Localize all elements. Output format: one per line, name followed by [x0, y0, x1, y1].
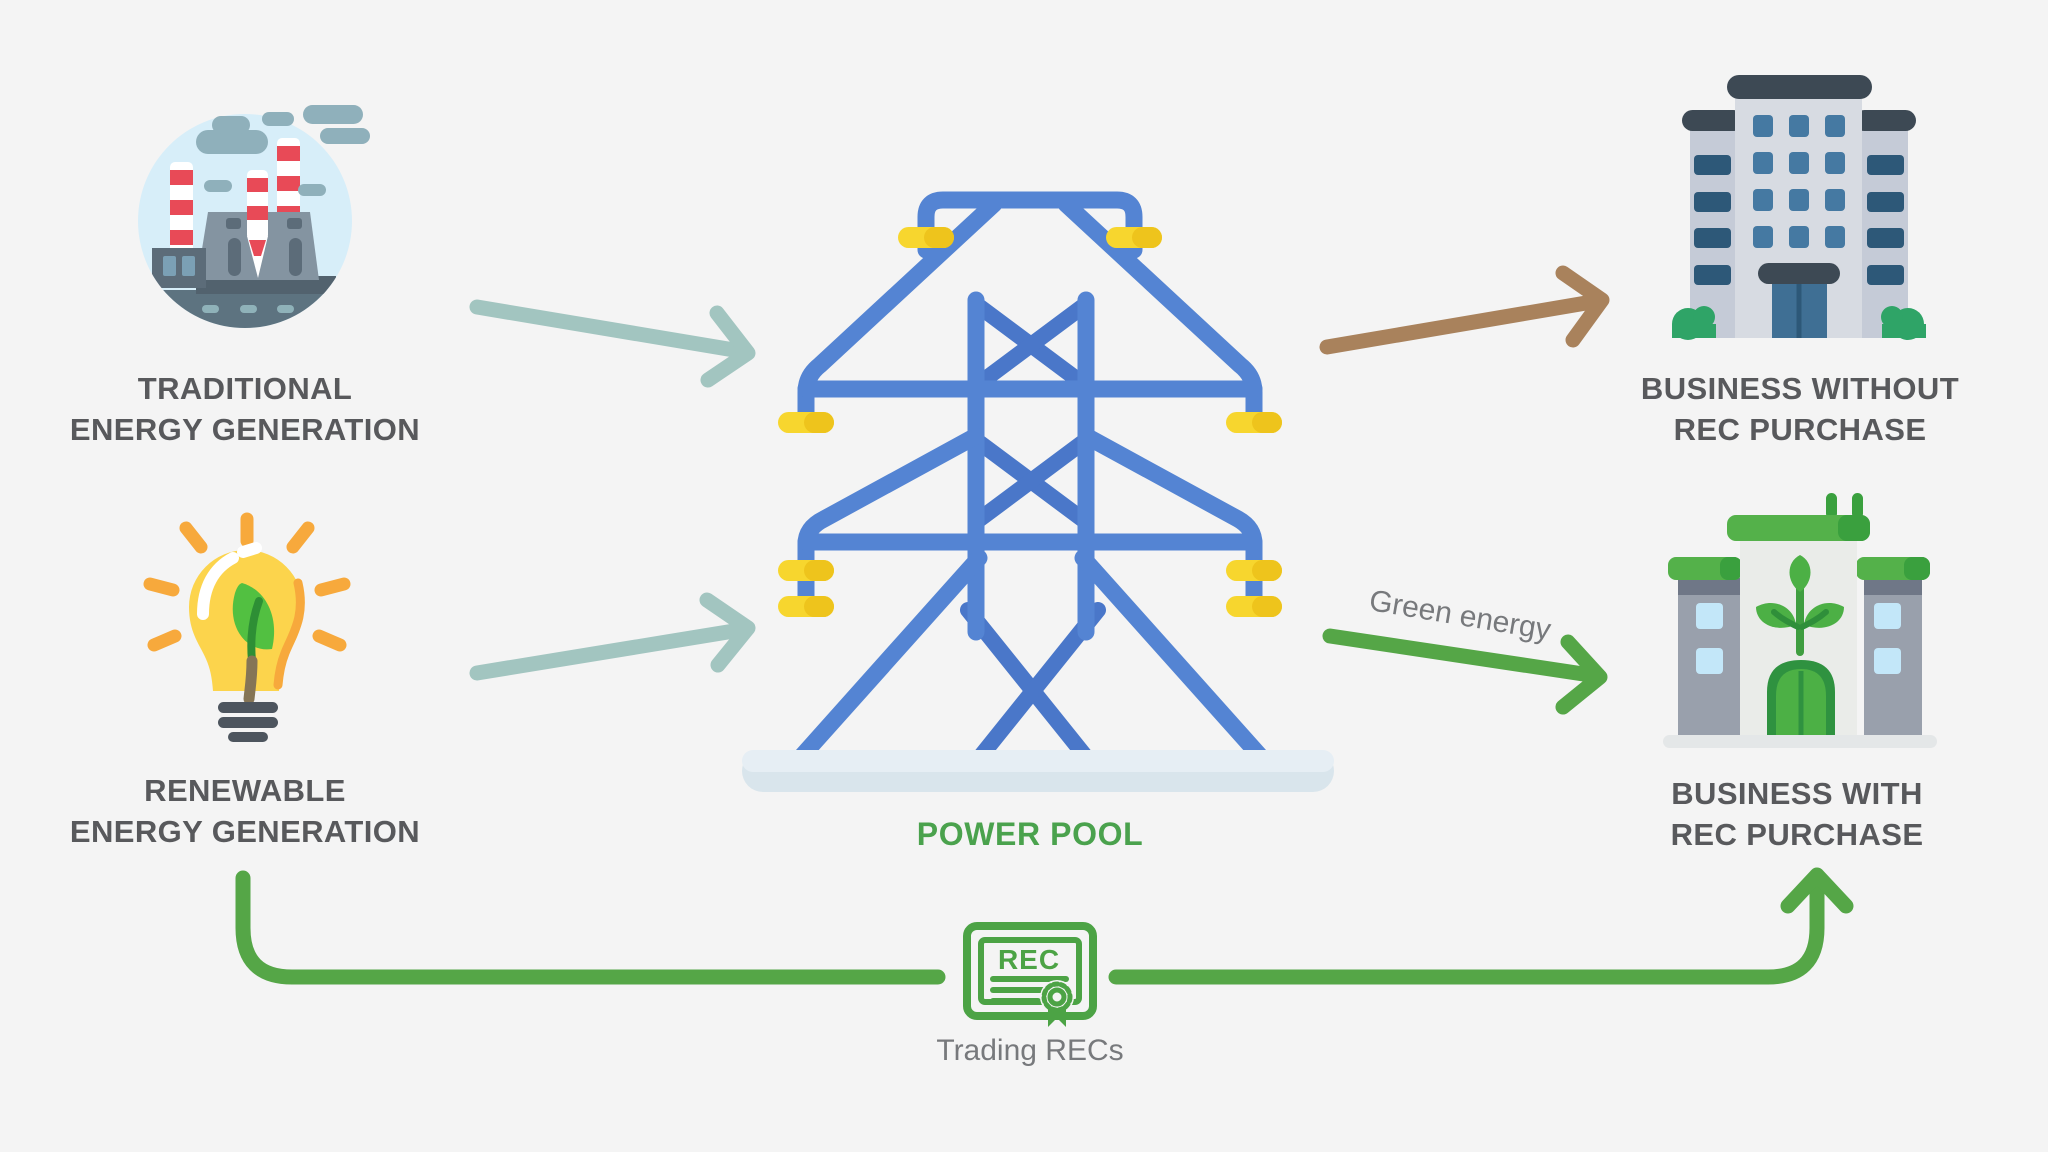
green-building-chimneys: [1826, 493, 1837, 519]
striped-chimney-left: [170, 162, 193, 262]
striped-chimney-middle: [247, 170, 268, 278]
bulb-highlight: [197, 542, 262, 620]
label-renewable-energy: RENEWABLE ENERGY GENERATION: [69, 773, 421, 849]
office-wing-windows: [1694, 155, 1904, 285]
edges: [235, 265, 1854, 985]
tower-braces: [960, 296, 1106, 780]
label-traditional-energy: TRADITIONAL ENERGY GENERATION: [69, 371, 421, 447]
bulb-stem: [243, 655, 258, 705]
green-building-center-roof: [1727, 515, 1870, 541]
green-building-door: [1767, 660, 1835, 738]
certificate-border: [963, 922, 1097, 1020]
office-center-windows: [1753, 115, 1845, 248]
office-center-roof: [1727, 75, 1872, 99]
certificate-rosette: [1040, 980, 1074, 1027]
label-trading-recs: Trading RECs: [936, 1034, 1124, 1067]
label-power-pool: POWER POOL: [916, 816, 1144, 852]
bulb-rays: [143, 512, 351, 652]
certificate-lines: [990, 976, 1069, 1004]
smoke-clouds-icon: [196, 105, 370, 196]
factory-ground: [138, 290, 352, 328]
rec-certificate-icon: REC: [963, 922, 1097, 1027]
power-plant-icon: [138, 105, 370, 328]
trading-recs-path: [235, 867, 1854, 985]
tower-platform: [742, 750, 1334, 792]
tower-insulators: [778, 227, 1282, 617]
arrow-traditional-to-pool: [469, 299, 756, 388]
office-bushes: [1672, 306, 1926, 340]
green-bulb-icon: [143, 512, 351, 742]
green-building-icon: [1663, 493, 1937, 748]
green-building-left-wing: [1668, 557, 1742, 738]
green-building-right-wing: [1856, 557, 1930, 738]
cooling-towers: [197, 212, 319, 280]
label-business-without-rec: BUSINESS WITHOUT REC PURCHASE: [1640, 371, 1960, 447]
arrow-renewable-to-pool: [469, 592, 756, 681]
road-dashes: [202, 305, 294, 313]
factory-front-building: [152, 248, 206, 288]
arrow-pool-to-business-with: [1322, 628, 1608, 715]
tower-structure: [793, 191, 1269, 765]
label-business-with-rec: BUSINESS WITH REC PURCHASE: [1670, 776, 1924, 852]
arrow-pool-to-business-without: [1319, 265, 1610, 355]
certificate-badge-text: REC: [998, 944, 1060, 975]
office-right-roof: [1854, 110, 1916, 131]
green-building-base: [1663, 735, 1937, 748]
factory-base-band: [196, 276, 336, 294]
bulb-glass-shade: [273, 578, 305, 690]
bulb-base: [218, 702, 278, 742]
office-left-roof: [1682, 110, 1744, 131]
office-building-icon: [1672, 75, 1926, 340]
transmission-tower-icon: [742, 191, 1334, 792]
plant-emblem: [1756, 555, 1844, 656]
office-entrance: [1758, 263, 1840, 338]
